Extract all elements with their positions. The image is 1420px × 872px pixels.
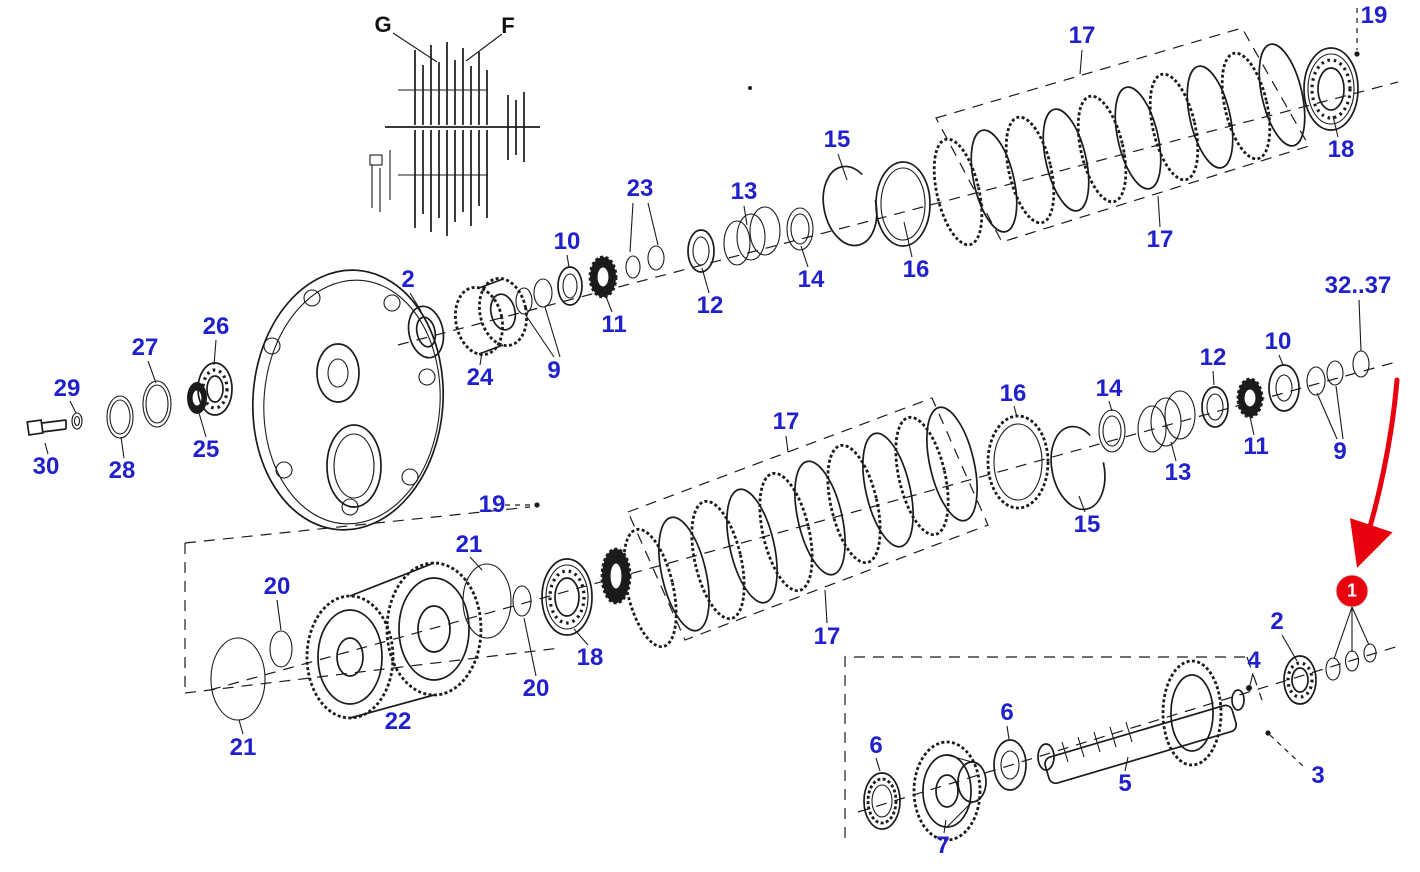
part-label-3: 3	[1311, 762, 1325, 789]
clutch-pack-top	[923, 27, 1315, 251]
part-label-17: 17	[1146, 226, 1174, 253]
part-label-25: 25	[192, 436, 220, 463]
part-label-10: 10	[553, 228, 581, 255]
part-label-18: 18	[576, 644, 604, 671]
part-label-16: 16	[999, 380, 1027, 407]
clutch-pack-mid	[612, 397, 989, 654]
part-label-14: 14	[1095, 375, 1123, 402]
highlight-badge[interactable]: 1	[1336, 575, 1368, 607]
top-shaft-parts	[407, 161, 931, 359]
part-label-27: 27	[131, 334, 159, 361]
part-label-13: 13	[1164, 459, 1192, 486]
part-label-32..37: 32..37	[1324, 272, 1392, 299]
part-label-17: 17	[772, 408, 800, 435]
part-label-12: 12	[696, 292, 724, 319]
part-label-18: 18	[1327, 136, 1355, 163]
part-label-11: 11	[601, 311, 627, 338]
part-label-17: 17	[1068, 22, 1096, 49]
flange-plate	[251, 269, 445, 531]
mid-shaft-right-parts	[986, 350, 1370, 511]
part-label-15: 15	[1073, 511, 1101, 538]
part-label-6: 6	[869, 732, 883, 759]
part-label-21: 21	[229, 734, 257, 761]
part-label-30: 30	[32, 453, 60, 480]
part-label-11: 11	[1243, 433, 1269, 460]
part-label-24: 24	[466, 364, 494, 391]
part-label-17: 17	[813, 623, 841, 650]
part-label-26: 26	[202, 313, 230, 340]
part-label-29: 29	[53, 375, 81, 402]
red-arrow	[1349, 377, 1400, 568]
part-label-20: 20	[522, 675, 550, 702]
part-label-15: 15	[823, 126, 851, 153]
part-label-4: 4	[1247, 647, 1261, 674]
part-label-20: 20	[263, 573, 291, 600]
part-label-F: F	[501, 13, 515, 38]
part-label-28: 28	[108, 457, 136, 484]
part-label-21: 21	[455, 531, 483, 558]
bottom-assembly	[863, 643, 1377, 842]
part-label-2: 2	[401, 266, 415, 293]
part-label-19: 19	[1360, 2, 1388, 29]
part-label-19: 19	[478, 491, 506, 518]
part-label-14: 14	[797, 266, 825, 293]
part-label-12: 12	[1199, 344, 1227, 371]
part-label-23: 23	[626, 175, 654, 202]
bearing-18-top	[1303, 47, 1359, 131]
part-label-7: 7	[936, 832, 950, 859]
part-label-10: 10	[1264, 328, 1292, 355]
part-label-6: 6	[1000, 699, 1014, 726]
left-parts-group	[26, 362, 233, 439]
part-label-9: 9	[1333, 438, 1347, 465]
part-label-22: 22	[384, 708, 412, 735]
part-label-9: 9	[547, 357, 561, 384]
part-label-5: 5	[1118, 770, 1132, 797]
top-schematic	[369, 32, 540, 236]
part-label-G: G	[374, 12, 392, 37]
part-label-13: 13	[730, 178, 758, 205]
part-label-2: 2	[1270, 608, 1284, 635]
part-label-16: 16	[902, 256, 930, 283]
